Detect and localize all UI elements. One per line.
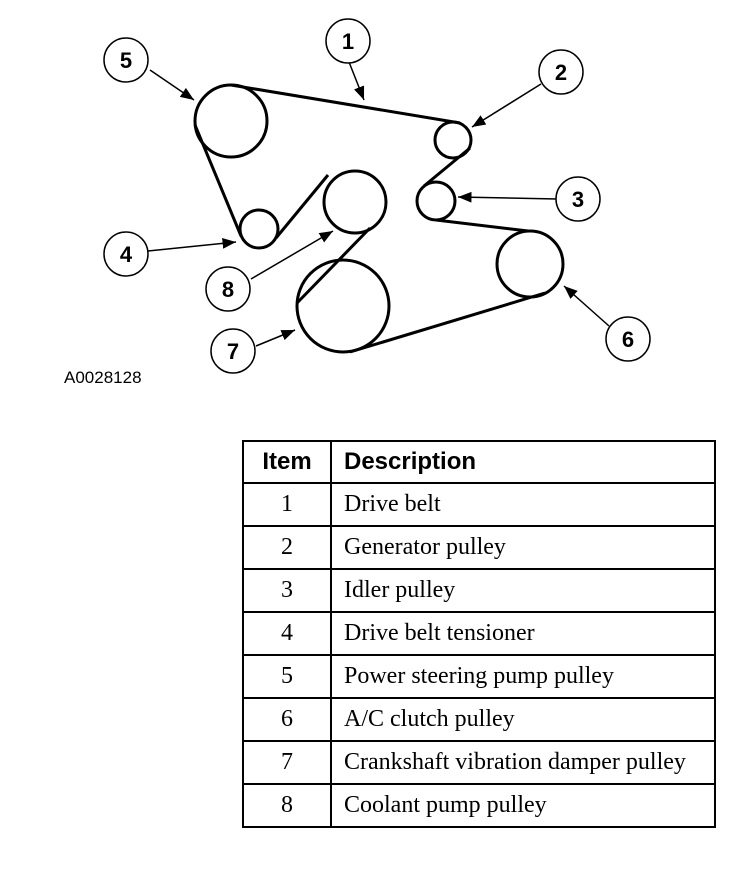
legend-table: Item Description 1 Drive belt 2 Generato… <box>242 440 716 828</box>
callout-8-label: 8 <box>222 277 234 302</box>
table-row: 1 Drive belt <box>242 482 716 527</box>
callout-arrows <box>147 61 610 347</box>
arrow-5 <box>149 69 195 101</box>
item-number: 1 <box>242 482 332 527</box>
table-row: 5 Power steering pump pulley <box>242 654 716 699</box>
arrow-6 <box>563 285 610 327</box>
callout-3: 3 <box>555 176 601 222</box>
callouts: 1 2 3 4 5 6 7 8 <box>103 18 651 374</box>
item-description: Coolant pump pulley <box>330 783 716 828</box>
callout-5: 5 <box>103 37 149 83</box>
arrow-8 <box>250 230 334 280</box>
arrow-1 <box>348 61 365 101</box>
callout-6: 6 <box>605 316 651 362</box>
ac-clutch-pulley <box>495 229 565 299</box>
callout-1-label: 1 <box>342 29 354 54</box>
item-number: 7 <box>242 740 332 785</box>
callout-4: 4 <box>103 231 149 277</box>
callout-7-label: 7 <box>227 339 239 364</box>
callout-1: 1 <box>325 18 371 64</box>
item-description: Crankshaft vibration damper pulley <box>330 740 716 785</box>
table-row: 7 Crankshaft vibration damper pulley <box>242 740 716 785</box>
item-number: 4 <box>242 611 332 656</box>
belt-routing-diagram: 1 2 3 4 5 6 7 8 <box>103 18 651 374</box>
drive-belt-tensioner <box>238 208 280 250</box>
drive-belt <box>193 83 546 354</box>
arrow-2 <box>471 83 542 128</box>
item-description: Drive belt <box>330 482 716 527</box>
callout-4-label: 4 <box>120 242 133 267</box>
arrow-3 <box>457 191 558 203</box>
item-description: Idler pulley <box>330 568 716 613</box>
callout-6-label: 6 <box>622 327 634 352</box>
callout-2: 2 <box>538 49 584 95</box>
item-number: 6 <box>242 697 332 742</box>
table-row: 3 Idler pulley <box>242 568 716 613</box>
pulleys <box>193 83 565 354</box>
power-steering-pump-pulley <box>193 83 269 159</box>
item-number: 3 <box>242 568 332 613</box>
item-number: 5 <box>242 654 332 699</box>
item-number: 2 <box>242 525 332 570</box>
arrow-7 <box>255 329 296 347</box>
item-description: Generator pulley <box>330 525 716 570</box>
table-header-row: Item Description <box>242 440 716 484</box>
callout-5-label: 5 <box>120 48 132 73</box>
coolant-pump-pulley <box>322 169 388 235</box>
table-row: 6 A/C clutch pulley <box>242 697 716 742</box>
item-description: Drive belt tensioner <box>330 611 716 656</box>
callout-8: 8 <box>205 266 251 312</box>
figure-code: A0028128 <box>64 368 142 387</box>
item-description: A/C clutch pulley <box>330 697 716 742</box>
callout-3-label: 3 <box>572 187 584 212</box>
table-row: 8 Coolant pump pulley <box>242 783 716 828</box>
idler-pulley <box>415 180 457 222</box>
item-number: 8 <box>242 783 332 828</box>
table-row: 4 Drive belt tensioner <box>242 611 716 656</box>
callout-7: 7 <box>210 328 256 374</box>
crankshaft-vibration-damper-pulley <box>295 258 391 354</box>
column-header-item: Item <box>242 440 332 484</box>
item-description: Power steering pump pulley <box>330 654 716 699</box>
table-row: 2 Generator pulley <box>242 525 716 570</box>
arrow-4 <box>147 238 237 252</box>
callout-2-label: 2 <box>555 60 567 85</box>
column-header-description: Description <box>330 440 716 484</box>
